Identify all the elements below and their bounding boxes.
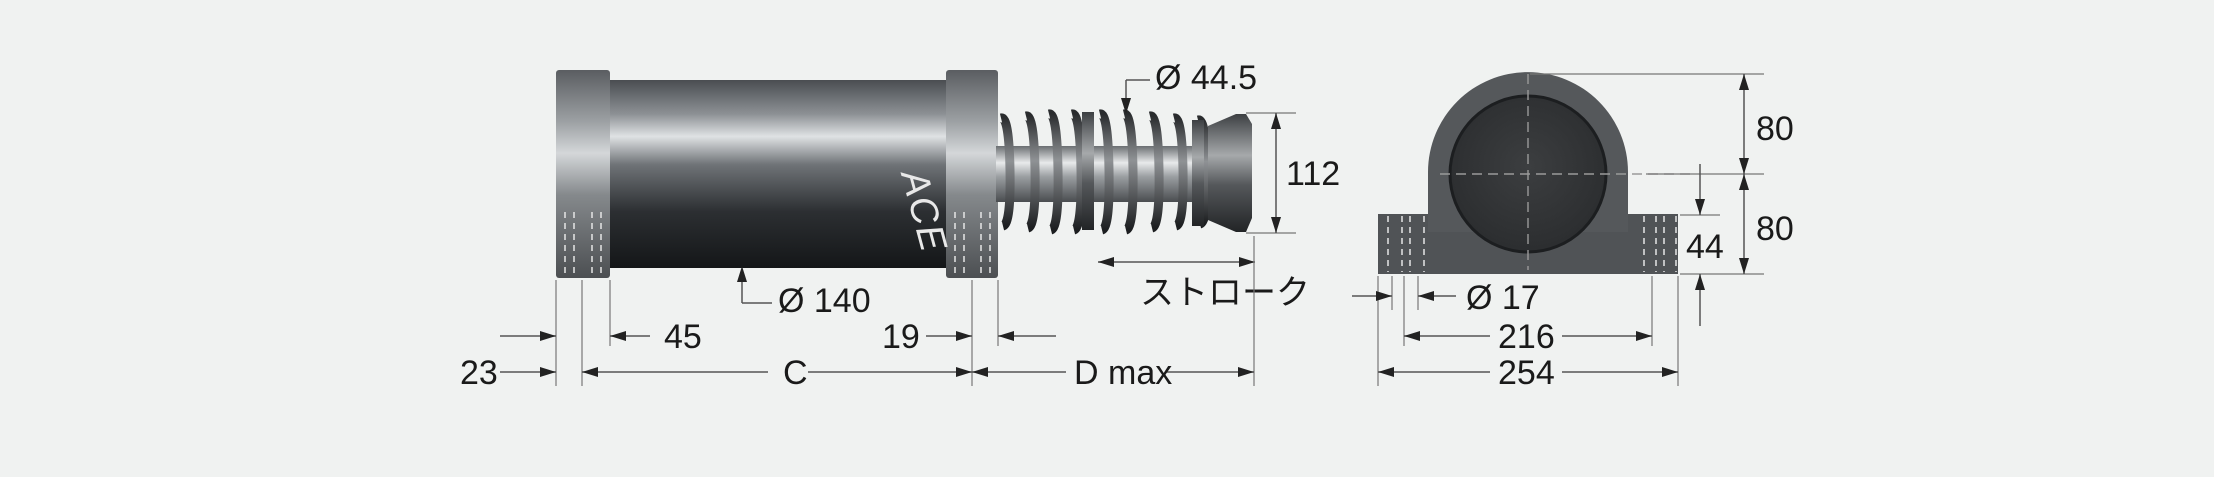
dim-rear-flange: 19 [882,318,1056,356]
dim-base-width: 254 [1378,354,1678,392]
base-height-label: 44 [1686,228,1724,266]
d-max-label: D max [1074,354,1172,392]
dim-rod-diameter: Ø 44.5 [1121,59,1257,114]
rear-flange [946,70,998,278]
dim-head-height: 112 [1246,112,1340,234]
front-flange [556,70,610,278]
dim-height-upper: 80 [1739,74,1794,174]
dim-hole-spacing: 216 [1404,318,1652,356]
dim-base-height: 44 [1686,164,1724,326]
dim-stroke: ストローク [1098,257,1310,312]
side-view: ACE Ø 44.5 [460,59,1340,392]
dim-height-lower: 80 [1739,174,1794,274]
dim-flange-width: 23 [460,331,556,392]
end-hidden-holes [1387,216,1677,272]
cylinder-body [608,80,948,268]
dim-hole-diameter: Ø 17 [1352,279,1540,317]
rod-diameter-label: Ø 44.5 [1155,59,1257,97]
dim-d-max: D max [972,354,1254,392]
flange-offset-label: 45 [664,318,702,356]
dim-flange-offset: 45 [610,318,702,356]
dim-body-diameter: Ø 140 [737,266,871,320]
head-height-label: 112 [1286,155,1340,193]
flange-width-label: 23 [460,354,498,392]
stroke-label: ストローク [1140,274,1310,312]
hole-diameter-label: Ø 17 [1466,279,1540,317]
spring [998,109,1212,235]
dim-body-length: C [582,354,972,392]
end-view: 80 80 44 Ø 17 [1352,72,1794,392]
height-lower-label: 80 [1756,210,1794,248]
rear-flange-label: 19 [882,318,920,356]
base-width-label: 254 [1498,354,1555,392]
impact-head [1208,114,1252,232]
body-length-label: C [783,354,808,392]
hole-spacing-label: 216 [1498,318,1555,356]
body-diameter-label: Ø 140 [778,282,871,320]
height-upper-label: 80 [1756,110,1794,148]
